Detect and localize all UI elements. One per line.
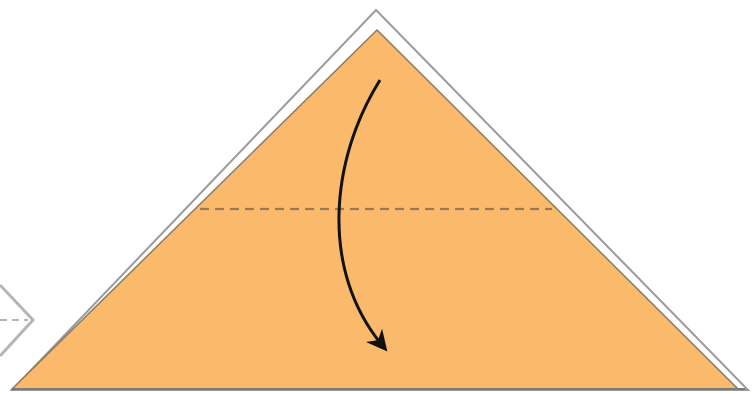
fold-arrow bbox=[337, 79, 388, 352]
side-hint-diamond bbox=[0, 283, 36, 358]
side-hint-outline bbox=[0, 283, 36, 358]
